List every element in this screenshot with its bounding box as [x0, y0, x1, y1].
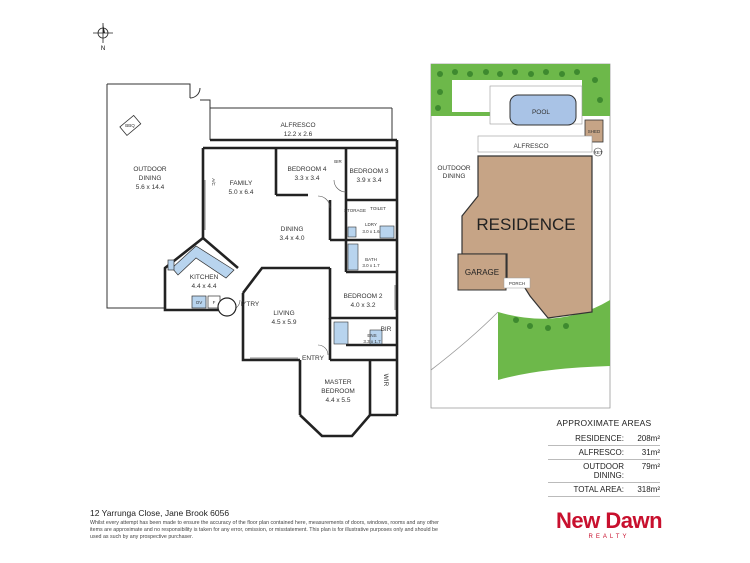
bath-name-label: BATH	[365, 257, 377, 262]
ptry-label: P'TRY	[241, 301, 260, 308]
disclaimer-text: Whilst every attempt has been made to en…	[90, 520, 439, 540]
bedroom2-name-label: BEDROOM 2	[343, 293, 382, 300]
shed-label: SHED	[588, 129, 601, 134]
approximate-areas-table: APPROXIMATE AREAS RESIDENCE: 208m² ALFRE…	[548, 418, 660, 497]
living-dim-label: 4.5 x 5.9	[272, 319, 297, 326]
ac-label: A/C	[211, 178, 216, 186]
bir-small-label: BIR	[334, 159, 342, 164]
bedroom3-dim-label: 3.9 x 3.4	[357, 177, 382, 184]
outdoor-dining-name2-label: DINING	[139, 175, 162, 182]
alfresco-dim-label: 12.2 x 2.6	[284, 131, 313, 138]
bir-label: BIR	[381, 326, 392, 333]
bedroom2-dim-label: 4.0 x 3.2	[351, 302, 376, 309]
family-dim-label: 5.0 x 6.4	[229, 189, 254, 196]
kitchen-name-label: KITCHEN	[190, 274, 219, 281]
family-name-label: FAMILY	[230, 180, 253, 187]
residence-label: RESIDENCE	[476, 215, 575, 234]
garage	[457, 253, 507, 291]
bbq-label: BBQ	[125, 123, 135, 128]
wir-label: WIR	[382, 374, 389, 387]
alfresco-label: ALFRESCO	[513, 143, 548, 150]
brand-logo: New Dawn REALTY	[548, 508, 670, 541]
ens-name-label: ENS	[367, 333, 376, 338]
ret-marker	[593, 147, 603, 157]
alfresco-name-label: ALFRESCO	[280, 122, 315, 129]
property-address: 12 Yarrunga Close, Jane Brook 6056	[90, 508, 230, 518]
areas-title: APPROXIMATE AREAS	[556, 418, 652, 428]
compass-north-label: N	[101, 46, 105, 52]
compass-icon: N	[93, 23, 113, 52]
outdoor-dining2-label: DINING	[443, 173, 466, 180]
area-row-total: TOTAL AREA: 318m²	[548, 483, 660, 497]
bedroom4-dim-label: 3.3 x 3.4	[295, 175, 320, 182]
garage-label: GARAGE	[465, 268, 499, 277]
entry-label: ENTRY	[302, 355, 325, 362]
living-name-label: LIVING	[273, 310, 294, 317]
outdoor-dining-name-label: OUTDOOR	[133, 166, 167, 173]
master-name2-label: BEDROOM	[321, 388, 355, 395]
outdoor-dining-label: OUTDOOR	[437, 165, 471, 172]
outdoor-dining-dim-label: 5.6 x 14.4	[136, 184, 165, 191]
area-row-alfresco: ALFRESCO: 31m²	[548, 446, 660, 460]
master-dim-label: 4.4 x 5.5	[326, 397, 351, 404]
dining-dim-label: 3.4 x 4.0	[280, 235, 305, 242]
ldry-dim-label: 3.0 x 1.6	[362, 229, 380, 234]
storage-label: STORAGE	[344, 208, 366, 213]
dining-name-label: DINING	[281, 226, 304, 233]
area-row-residence: RESIDENCE: 208m²	[548, 432, 660, 446]
bbq-icon: BBQ	[119, 114, 142, 136]
ldry-name-label: LDRY	[365, 222, 377, 227]
area-row-outdoor-dining: OUTDOOR DINING: 79m²	[548, 460, 660, 483]
porch-label: PORCH	[509, 281, 525, 286]
master-name-label: MASTER	[324, 379, 351, 386]
f-label: F	[213, 300, 216, 305]
bedroom4-name-label: BEDROOM 4	[287, 166, 326, 173]
pool-label: POOL	[532, 109, 550, 116]
logo-brand: New Dawn	[555, 508, 663, 533]
pool	[509, 94, 577, 126]
bath-dim-label: 3.0 x 1.7	[362, 263, 380, 268]
ens-dim-label: 3.3 x 1.7	[363, 339, 381, 344]
toilet-label: TOILET	[370, 206, 386, 211]
ov-label: OV	[196, 300, 203, 305]
logo-subtitle: REALTY	[588, 534, 630, 540]
kitchen-dim-label: 4.4 x 4.4	[192, 283, 217, 290]
ret-label: RET	[594, 150, 603, 155]
bedroom3-name-label: BEDROOM 3	[349, 168, 388, 175]
